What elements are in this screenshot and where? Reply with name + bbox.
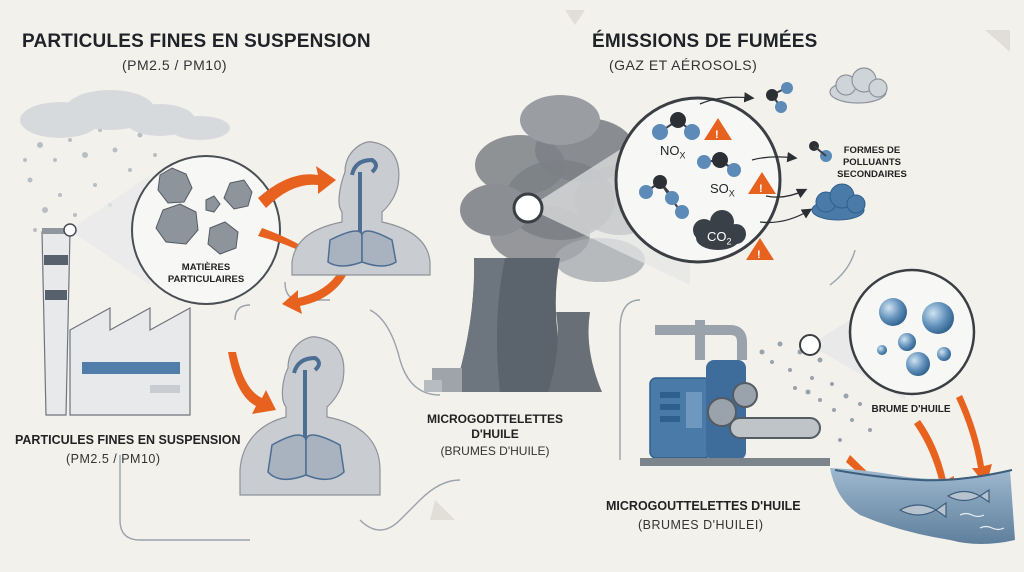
magnifier-cone-left [63, 175, 150, 285]
particles-bottom-subtitle: (PM2.5 / PM10) [66, 452, 161, 466]
smoke-dots [23, 128, 157, 232]
tower-caption-subtitle: (BRUMES D'HUILE) [440, 444, 550, 458]
co2-cloud [693, 210, 746, 250]
nox-molecule [652, 112, 700, 140]
particles-subtitle: (PM2.5 / PM10) [122, 57, 228, 73]
human-figure-lower [239, 336, 381, 496]
cooling-towers [424, 258, 602, 392]
fish-icon [898, 488, 990, 519]
cloud-icon-bottom [811, 183, 866, 221]
warning-icon [704, 118, 776, 260]
particles-title: PARTICULES FINES EN SUSPENSION [22, 31, 371, 52]
gas-arrows [699, 92, 813, 224]
svg-text:!: ! [759, 183, 763, 195]
emissions-title: ÉMISSIONS DE FUMÉES [592, 31, 818, 52]
pump-machine [640, 320, 830, 466]
nox-label: NOX [660, 143, 686, 161]
sox-label: SOX [710, 181, 735, 199]
secondary-molecule [766, 82, 832, 162]
tower-caption-title: MICROGODTTELETTES D'HUILE [427, 412, 563, 441]
particle-bubble [131, 155, 281, 305]
smoke-cloud-left [20, 90, 230, 140]
svg-text:!: ! [757, 249, 761, 261]
secondary-pollutants-label: FORMES DE POLLUANTS SECONDAIRES [837, 145, 907, 180]
molecule-left [639, 175, 689, 219]
oil-mist-label: BRUME D'HUILE [871, 404, 951, 415]
particles-bottom-title: PARTICULES FINES EN SUSPENSION [15, 433, 241, 447]
svg-text:!: ! [715, 129, 719, 141]
human-figure-upper [291, 141, 431, 276]
cloud-icon-top [829, 67, 888, 104]
oil-subtitle: (BRUMES D'HUILEI) [638, 518, 764, 532]
oil-title: MICROGOUTTELETTES D'HUILE [606, 499, 801, 513]
factory [41, 228, 191, 416]
emissions-subtitle: (GAZ ET AÉROSOLS) [609, 57, 758, 73]
gas-bubble: ! ! ! [614, 96, 782, 264]
sox-molecule [697, 152, 741, 177]
co2-label: CO2 [707, 229, 732, 247]
particle-bubble-label: MATIÈRES PARTICULAIRES [167, 262, 245, 285]
oil-mist-bubble [848, 268, 976, 396]
